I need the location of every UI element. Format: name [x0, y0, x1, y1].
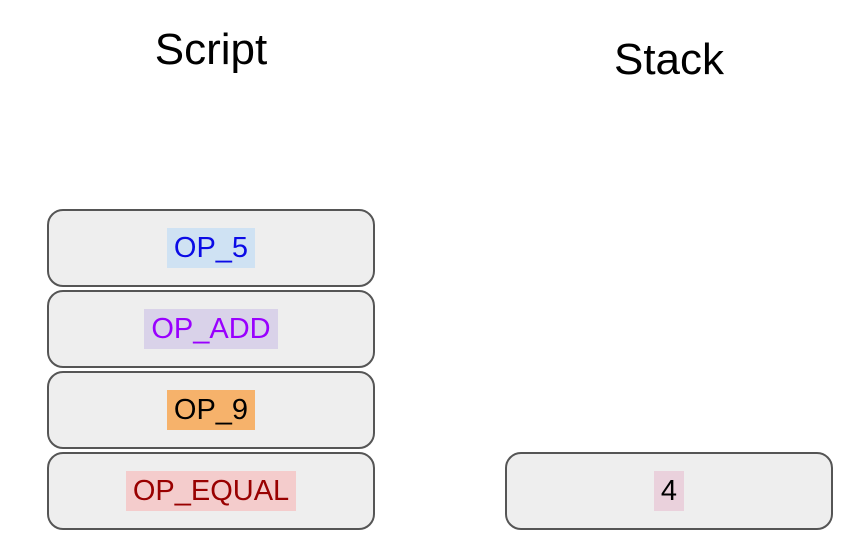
op-label-op5: OP_5 — [166, 227, 256, 269]
script-op-box-2: OP_ADD — [47, 290, 375, 368]
script-op-box-3: OP_9 — [47, 371, 375, 449]
script-column-title: Script — [154, 25, 268, 74]
script-op-box-4: OP_EQUAL — [47, 452, 375, 530]
op-label-opequal: OP_EQUAL — [125, 470, 297, 512]
op-label-opadd: OP_ADD — [144, 308, 278, 350]
script-op-box-1: OP_5 — [47, 209, 375, 287]
op-label-op9: OP_9 — [166, 389, 256, 431]
stack-value-label: 4 — [653, 470, 685, 512]
stack-item-box: 4 — [505, 452, 833, 530]
stack-column-title: Stack — [613, 35, 725, 84]
